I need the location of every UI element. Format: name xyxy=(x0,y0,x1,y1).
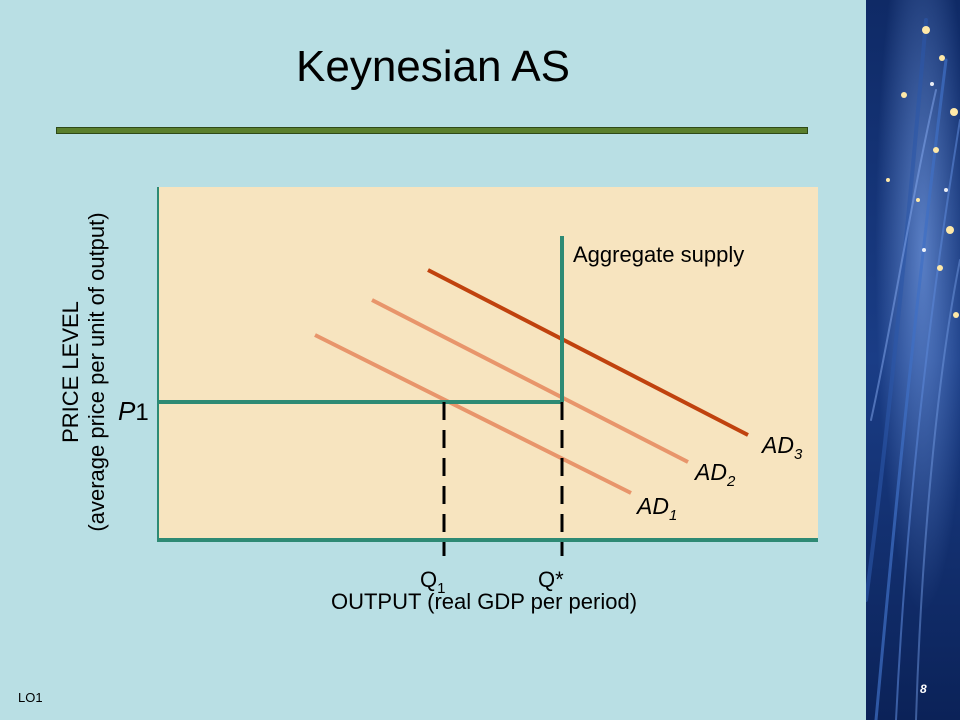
ad2-label: AD2 xyxy=(693,459,736,490)
ad3-curve xyxy=(427,268,749,437)
supply-label: Aggregate supply xyxy=(573,242,744,267)
learning-objective-label: LO1 xyxy=(18,690,43,705)
ad1-label: AD1 xyxy=(635,493,677,524)
slide-title: Keynesian AS xyxy=(296,42,570,91)
x-axis-label: OUTPUT (real GDP per period) xyxy=(331,589,637,614)
title-underline xyxy=(56,127,808,134)
ad2-curve xyxy=(371,298,689,464)
plot-area xyxy=(158,187,818,540)
y-axis-label-line1: PRICE LEVEL xyxy=(58,301,83,443)
keynesian-as-diagram: Aggregate supply PRICE LEVEL (average pr… xyxy=(58,187,818,614)
q1-label: Q1 xyxy=(420,567,445,597)
p1-label: P1 xyxy=(118,396,149,426)
fiber-optic-decoration xyxy=(866,0,960,720)
slide-background: Keynesian AS Aggregate supply PRICE LEVE… xyxy=(0,0,866,720)
qstar-label: Q* xyxy=(538,567,564,592)
ad1-curve xyxy=(314,333,632,495)
ad3-label: AD3 xyxy=(760,432,803,463)
page-number: 8 xyxy=(920,682,927,696)
y-axis-label-line2: (average price per unit of output) xyxy=(84,212,109,531)
